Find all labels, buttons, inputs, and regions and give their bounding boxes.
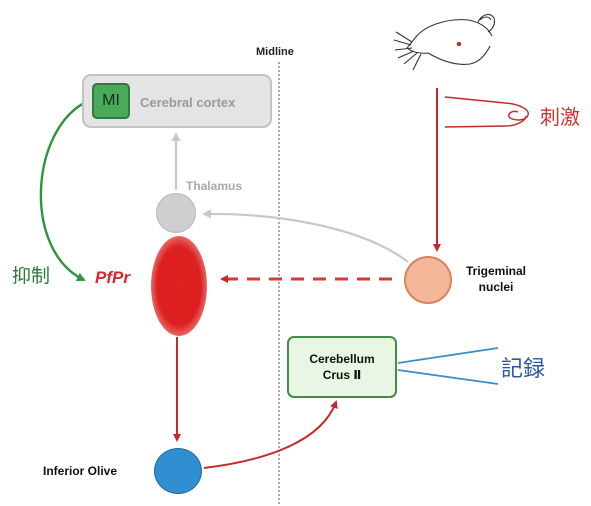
trigeminal-nuclei-label: Trigeminal nuclei — [466, 263, 526, 295]
trigeminal-label-line2: nuclei — [478, 280, 514, 294]
mouse-head-icon — [393, 13, 496, 71]
trigeminal-nuclei-node — [404, 256, 452, 304]
cerebral-cortex-box: MI Cerebral cortex — [82, 74, 272, 128]
inferior-olive-node — [154, 448, 202, 494]
mi-to-pfpr-inhibition-arrow — [39, 99, 89, 282]
cerebellum-label-line2: Crus Ⅱ — [322, 368, 362, 382]
inhibition-label: 抑制 — [12, 266, 51, 287]
mi-label: MI — [102, 92, 120, 109]
motor-cortex-mi-box: MI — [92, 83, 130, 119]
trigeminal-to-thalamus-arrow — [202, 209, 409, 263]
trigeminal-label-line1: Trigeminal — [466, 264, 527, 278]
stimulation-label: 刺激 — [540, 107, 580, 129]
pfpr-node — [151, 236, 207, 336]
thalamus-label: Thalamus — [186, 179, 243, 193]
cerebellum-crus-box: Cerebellum Crus Ⅱ — [287, 336, 397, 398]
cerebellum-label-line1: Cerebellum — [309, 352, 375, 366]
inferior-olive-label: Inferior Olive — [43, 464, 118, 478]
recording-electrodes — [397, 347, 499, 385]
recording-label: 記録 — [501, 356, 546, 381]
olive-to-cerebellum-arrow — [203, 400, 338, 469]
cerebral-cortex-label: Cerebral cortex — [140, 95, 236, 110]
pfpr-label: PfPr — [95, 268, 130, 287]
stimulation-fiber — [444, 96, 529, 128]
thalamus-node — [156, 193, 196, 233]
midline-label: Midline — [256, 46, 294, 58]
